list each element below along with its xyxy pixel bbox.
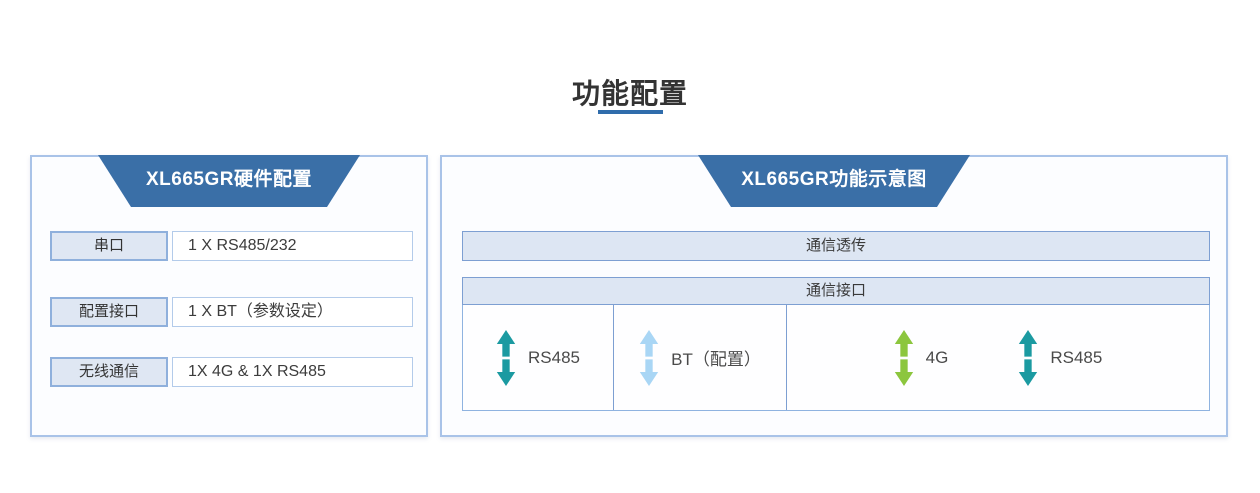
hardware-panel-header: XL665GR硬件配置 xyxy=(98,155,360,207)
spec-value: 1 X BT（参数设定） xyxy=(172,297,413,327)
interface-cell-rs485: RS485 xyxy=(463,305,613,410)
comm-interface-body: RS485 BT（配置） 4G xyxy=(462,305,1210,411)
page-title: 功能配置 xyxy=(571,78,688,109)
interface-cell-bt: BT（配置） xyxy=(613,305,786,410)
spec-label: 串口 xyxy=(50,231,168,261)
arrow-group-4g: 4G xyxy=(894,329,949,386)
arrow-label: RS485 xyxy=(1050,347,1103,367)
spec-label: 无线通信 xyxy=(50,357,168,387)
title-underline xyxy=(598,110,663,114)
transparent-transmission-bar: 通信透传 xyxy=(462,231,1210,261)
hardware-config-panel: XL665GR硬件配置 串口 1 X RS485/232 配置接口 1 X BT… xyxy=(30,155,428,437)
spec-label: 配置接口 xyxy=(50,297,168,327)
comm-interface-header-bar: 通信接口 xyxy=(462,277,1210,305)
spec-value: 1 X RS485/232 xyxy=(172,231,413,261)
up-down-arrow-icon xyxy=(894,329,913,386)
function-diagram-panel: XL665GR功能示意图 通信透传 通信接口 RS485 BT（配置） xyxy=(440,155,1228,437)
up-down-arrow-icon xyxy=(639,329,659,386)
arrow-group-rs485: RS485 xyxy=(1018,329,1103,386)
arrow-label: BT（配置） xyxy=(671,350,761,369)
spec-value: 1X 4G & 1X RS485 xyxy=(172,357,413,387)
arrow-label: 4G xyxy=(925,347,949,367)
up-down-arrow-icon xyxy=(496,329,516,386)
up-down-arrow-icon xyxy=(1019,329,1038,386)
function-panel-header: XL665GR功能示意图 xyxy=(698,155,970,207)
interface-cell-wireless: 4G RS485 xyxy=(786,305,1209,410)
arrow-label: RS485 xyxy=(528,347,580,367)
